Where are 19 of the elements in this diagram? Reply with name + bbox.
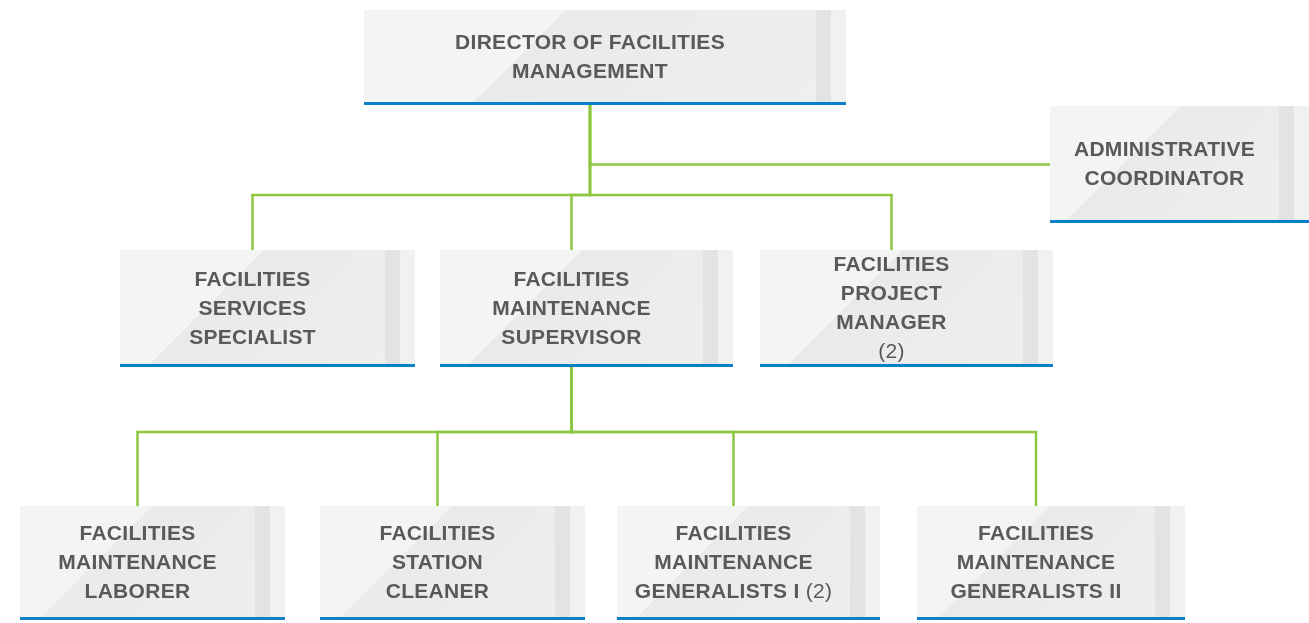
position-title: ADMINISTRATIVE COORDINATOR [1072,136,1257,191]
position-box [20,506,285,620]
position-box [364,10,846,105]
position-title: FACILITIES MAINTENANCE GENERALISTS II [949,520,1123,604]
position-title: FACILITIES PROJECT MANAGER (2) [832,251,951,364]
position-title: FACILITIES SERVICES SPECIALIST [188,265,317,350]
connector-line [588,105,893,250]
position-title: FACILITIES MAINTENANCE SUPERVISOR [491,265,652,350]
position-box [1050,106,1309,223]
position-box [917,506,1185,620]
position-box [120,250,415,367]
position-title: FACILITIES MAINTENANCE LABORER [57,520,218,604]
position-box [320,506,585,620]
position-title: FACILITIES STATION CLEANER [378,520,497,604]
position-box [760,250,1053,367]
position-title: FACILITIES MAINTENANCE GENERALISTS I (2) [633,520,834,604]
position-box [617,506,880,620]
position-title: DIRECTOR OF FACILITIES MANAGEMENT [454,29,726,84]
position-box [440,250,733,367]
